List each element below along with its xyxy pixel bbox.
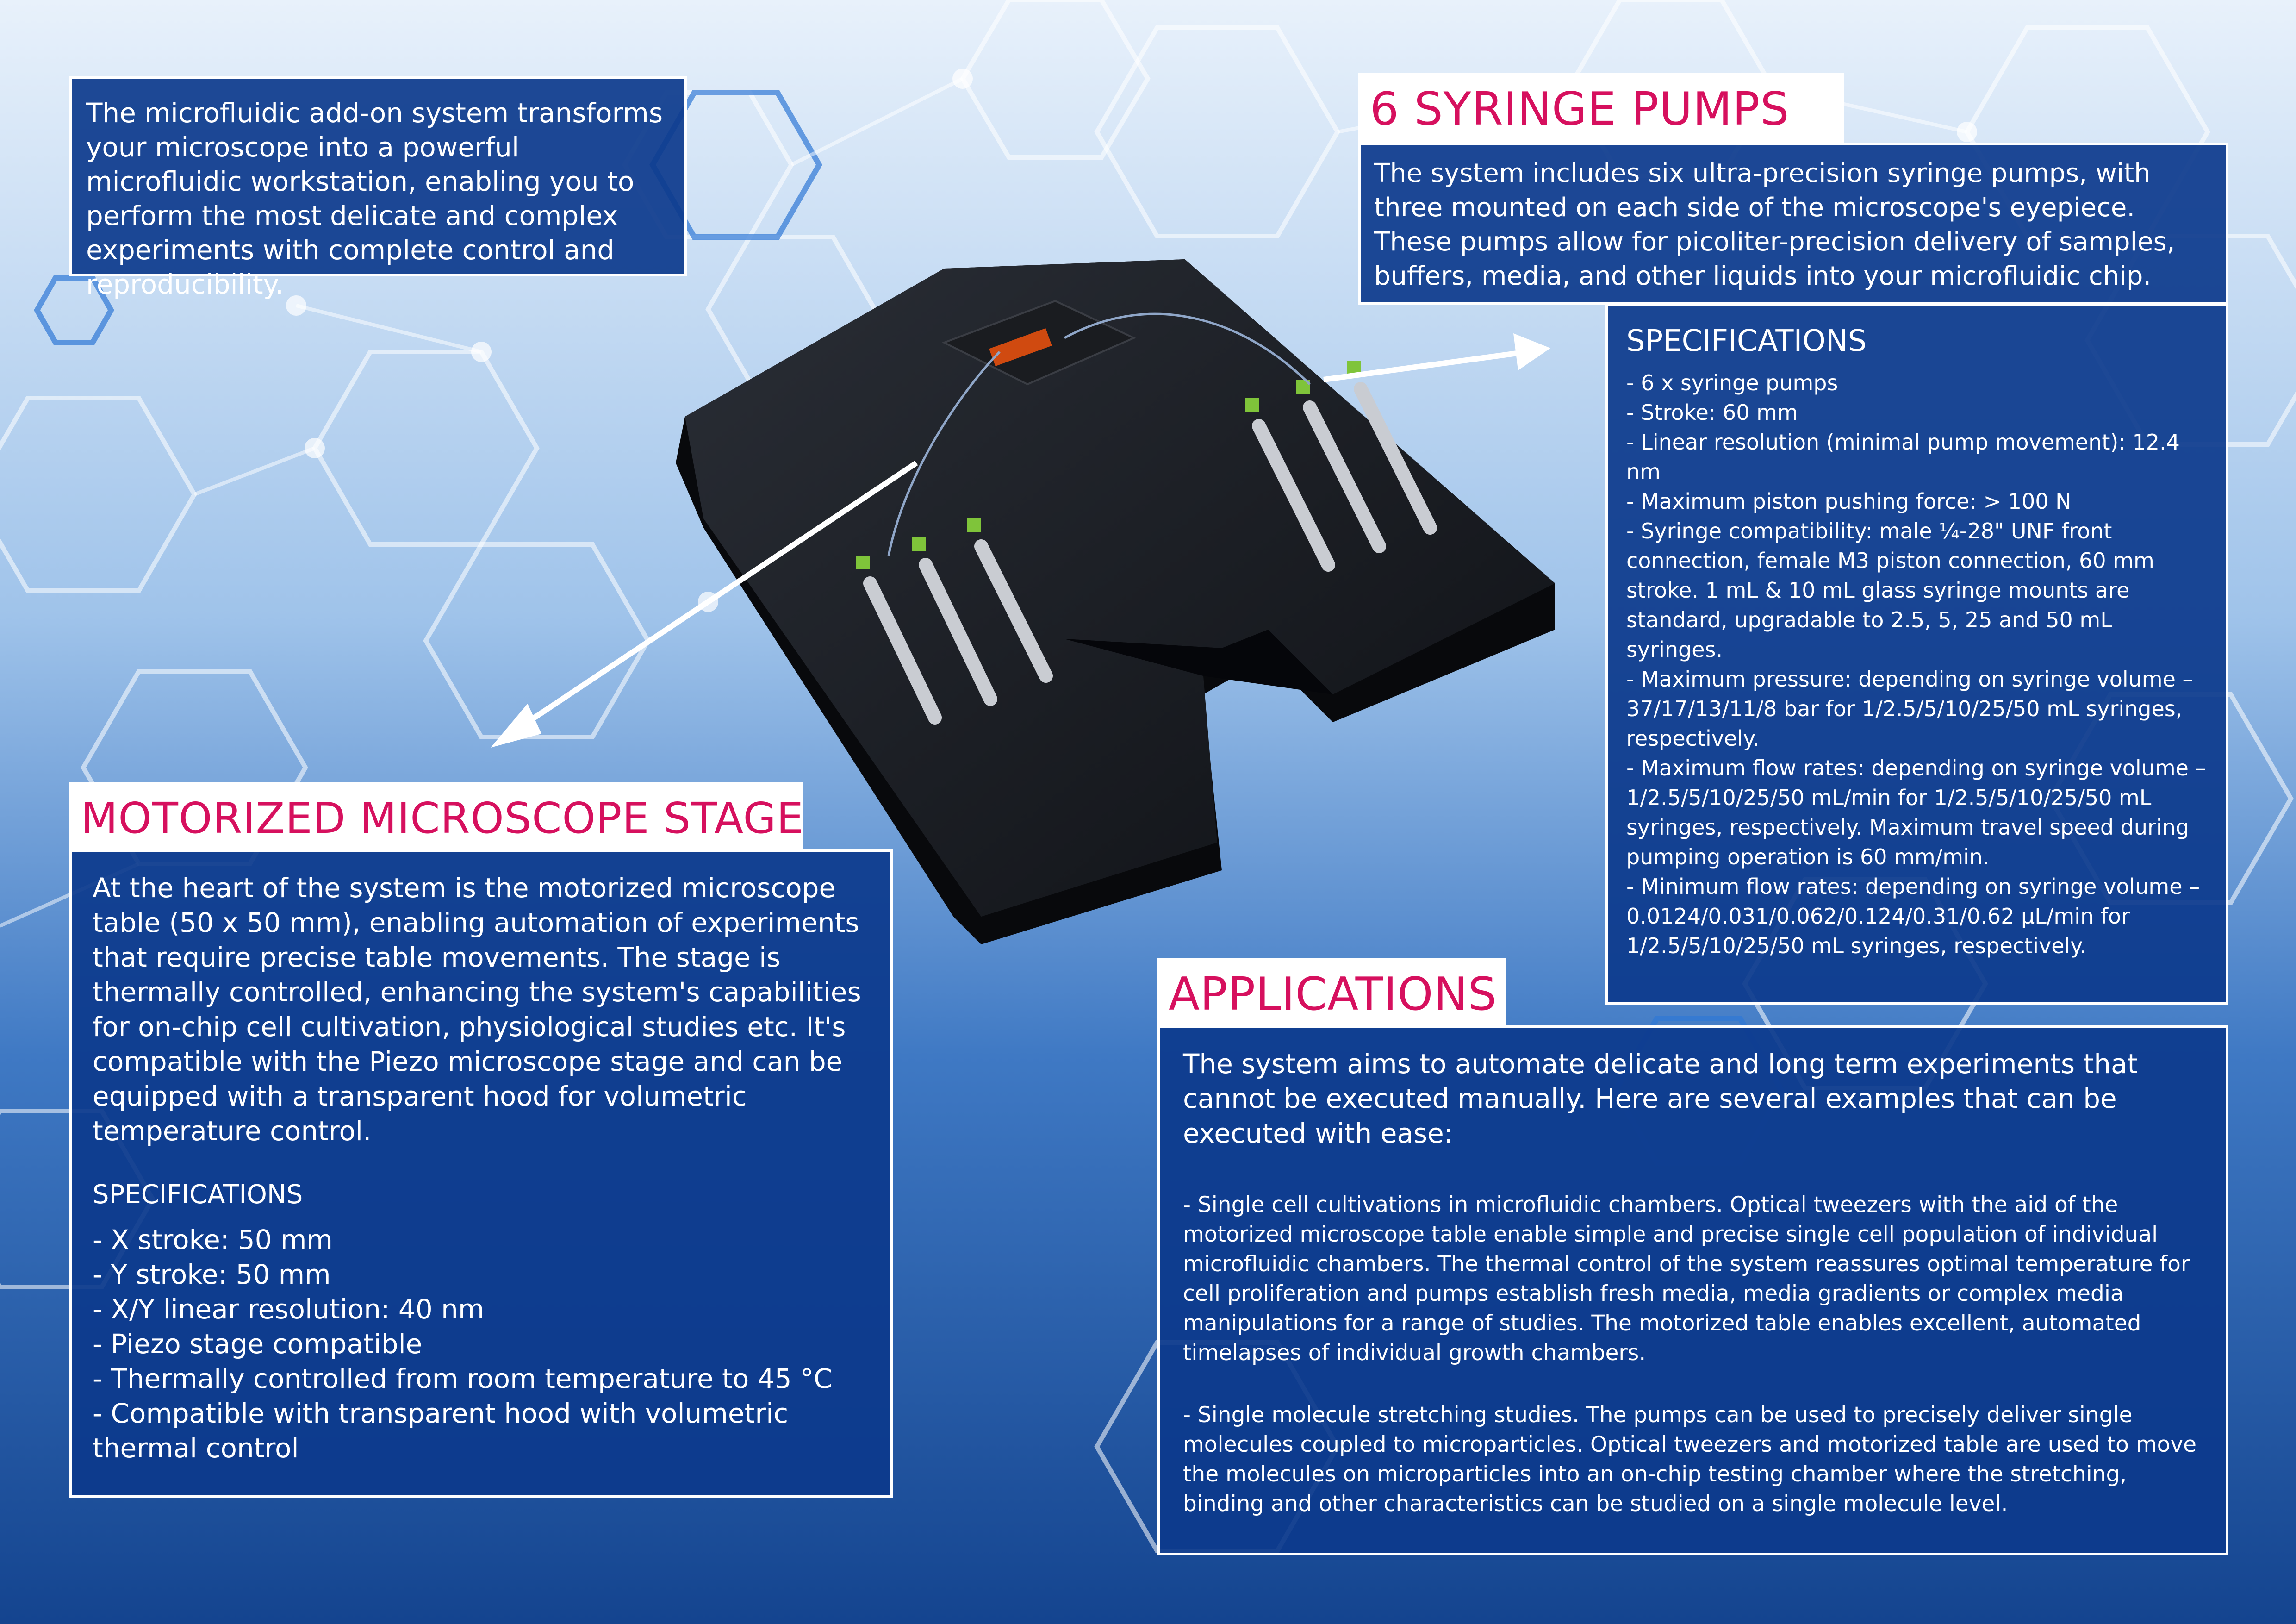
syringe-spec-list: - 6 x syringe pumps - Stroke: 60 mm - Li… <box>1626 368 2207 961</box>
syringe-description-panel: The system includes six ultra-precision … <box>1358 143 2228 305</box>
stage-spec-item: - X stroke: 50 mm <box>93 1224 333 1255</box>
stage-spec-list: - X stroke: 50 mm - Y stroke: 50 mm - X/… <box>93 1223 870 1466</box>
syringe-pumps-title: 6 SYRINGE PUMPS <box>1358 73 1844 143</box>
syringe-spec-heading: SPECIFICATIONS <box>1626 324 1867 358</box>
stage-spec-item: - Y stroke: 50 mm <box>93 1259 331 1290</box>
applications-panel: The system aims to automate delicate and… <box>1157 1025 2228 1555</box>
stage-spec-item: - Compatible with transparent hood with … <box>93 1398 789 1464</box>
stage-spec-item: - X/Y linear resolution: 40 nm <box>93 1293 485 1325</box>
syringe-spec-item: - Maximum flow rates: depending on syrin… <box>1626 756 2206 869</box>
applications-item: - Single cell cultivations in microfluid… <box>1183 1192 2197 1366</box>
syringe-specs-panel: SPECIFICATIONS - 6 x syringe pumps - Str… <box>1605 303 2228 1005</box>
stage-spec-heading: SPECIFICATIONS <box>93 1180 303 1210</box>
intro-panel: The microfluidic add-on system transform… <box>69 76 687 300</box>
syringe-spec-item: - Maximum pressure: depending on syringe… <box>1626 667 2193 751</box>
syringe-spec-item: - Minimum flow rates: depending on syrin… <box>1626 874 2200 958</box>
microfluidic-device-image <box>676 259 1555 944</box>
applications-item: - Single molecule stretching studies. Th… <box>1183 1402 2204 1517</box>
applications-intro-text: The system aims to automate delicate and… <box>1183 1048 2147 1149</box>
syringe-spec-item: - 6 x syringe pumps <box>1626 370 1838 395</box>
syringe-spec-item: - Linear resolution (minimal pump moveme… <box>1626 430 2180 484</box>
stage-spec-item: - Piezo stage compatible <box>93 1328 423 1360</box>
stage-description-text: At the heart of the system is the motori… <box>93 872 870 1147</box>
stage-spec-item: - Thermally controlled from room tempera… <box>93 1363 833 1394</box>
syringe-spec-item: - Syringe compatibility: male ¼-28" UNF … <box>1626 518 2154 662</box>
syringe-spec-item: - Stroke: 60 mm <box>1626 400 1798 425</box>
syringe-description-text: The system includes six ultra-precision … <box>1374 158 2184 291</box>
applications-title: APPLICATIONS <box>1157 958 1506 1028</box>
intro-text: The microfluidic add-on system transform… <box>86 97 672 300</box>
syringe-spec-item: - Maximum piston pushing force: > 100 N <box>1626 489 2072 514</box>
stage-title: MOTORIZED MICROSCOPE STAGE <box>69 782 803 852</box>
stage-panel: At the heart of the system is the motori… <box>69 849 893 1498</box>
